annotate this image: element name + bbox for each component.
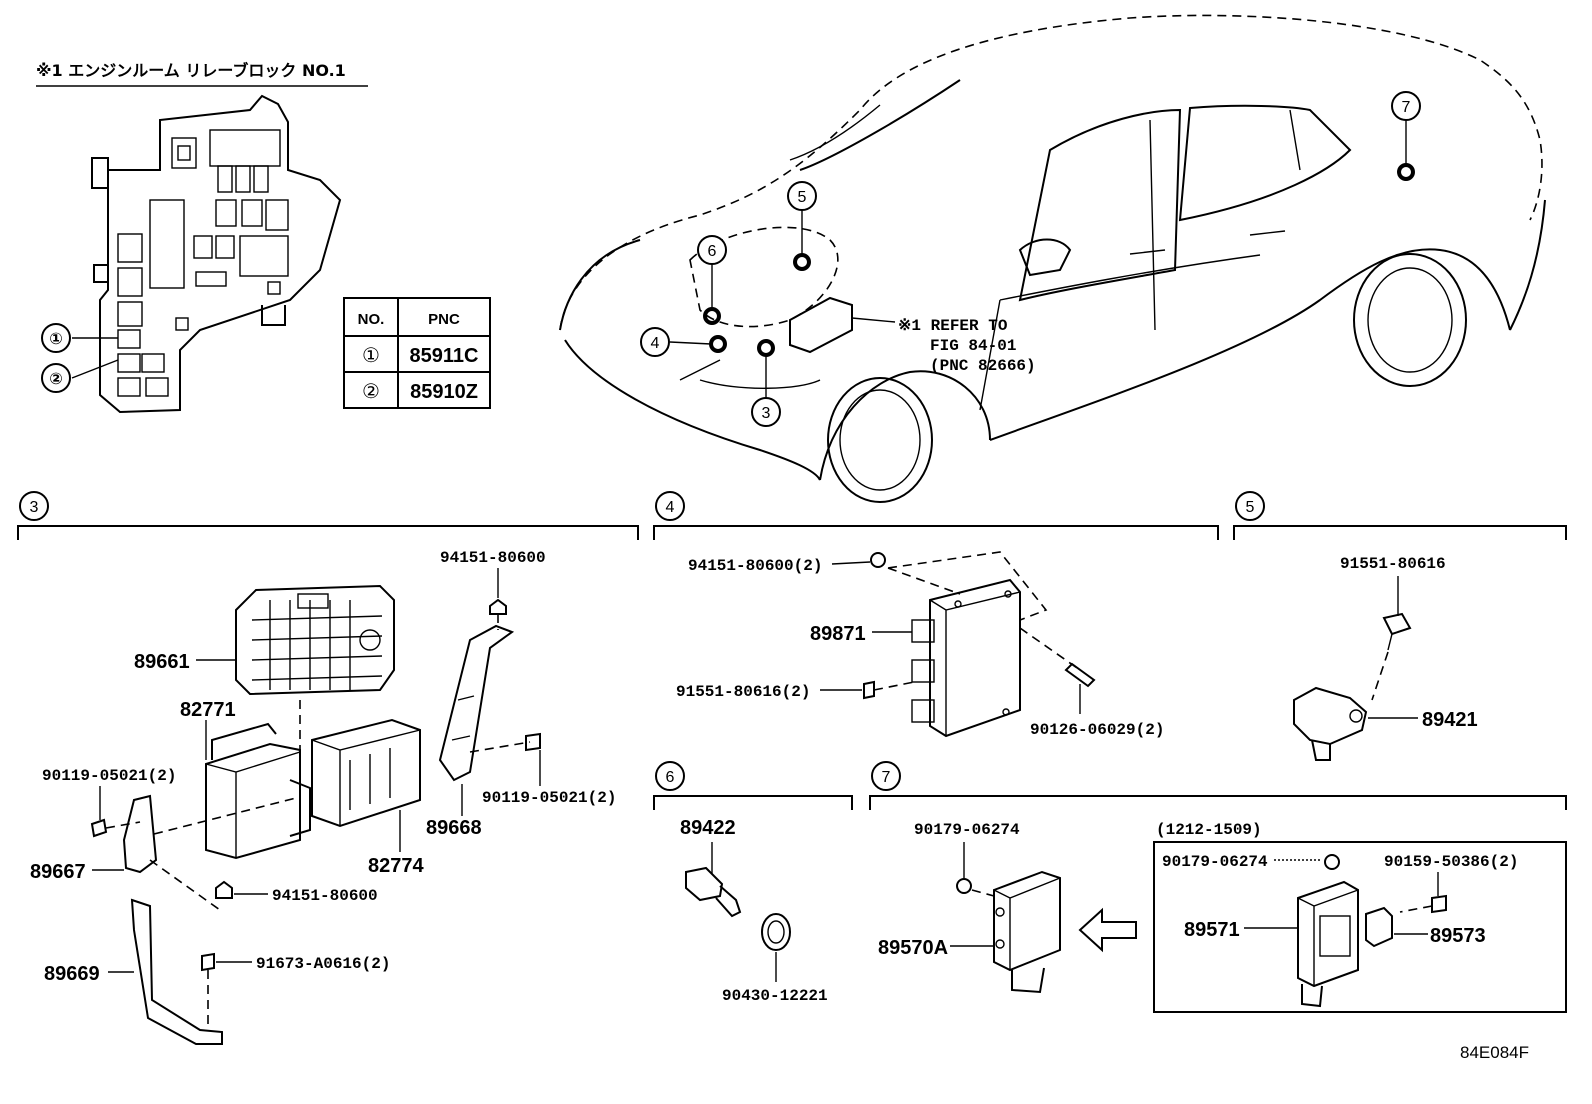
part-label-90126-06029-2: 90126-06029(2) [1030,721,1164,739]
inset-box [1153,841,1567,1013]
part-label-94151-80600-top: 94151-80600 [440,549,546,567]
bolt-91551-s5 [1382,612,1412,636]
refer-note-line-2: FIG 84-01 [930,337,1016,355]
part-label-91673: 91673-A0616(2) [256,955,390,973]
part-label-89669: 89669 [44,963,100,985]
relay-callout-2: ② [41,359,119,393]
section-5-badge [1235,491,1265,521]
bolt-91551-s4 [863,680,875,700]
nut-94151-bottom [215,880,233,899]
svg-text:①: ① [49,331,63,348]
part-89661-drawing [235,584,395,696]
relay-block-drawing [91,94,342,414]
part-label-90119-left: 90119-05021(2) [42,767,176,785]
part-label-91551-80616: 91551-80616 [1340,555,1446,573]
svg-text:6: 6 [708,243,717,260]
location-marker-3: 3 [751,339,781,427]
svg-text:②: ② [49,371,63,388]
part-label-91551-80616-2: 91551-80616(2) [676,683,810,701]
part-label-89667: 89667 [30,861,86,883]
part-89669-drawing [130,898,223,1045]
part-82771-drawing [205,722,311,860]
refer-note-line-3: (PNC 82666) [930,357,1036,375]
refer-note-line-1: ※1 REFER TO [898,317,1008,335]
inset-date-label: (1212-1509) [1156,821,1262,839]
part-label-90119-right: 90119-05021(2) [482,789,616,807]
part-label-89422: 89422 [680,817,736,839]
svg-text:5: 5 [798,189,807,206]
part-82774-drawing [311,718,421,828]
part-label-89661: 89661 [134,651,190,673]
section-4-badge [655,491,685,521]
part-89871-drawing [911,578,1021,738]
part-label-90179-06274-inset: 90179-06274 [1162,853,1268,871]
nut-94151-s4 [870,552,886,568]
section-6-badge [655,761,685,791]
nut-90179-s7 [956,878,972,894]
part-89668-drawing [438,624,515,782]
bolt-90119-right [525,732,541,752]
location-marker-4: 4 [640,327,727,357]
bolt-90119-left [90,818,108,838]
part-89667-drawing [122,794,158,874]
svg-text:3: 3 [30,499,39,516]
location-marker-6: 6 [697,235,727,325]
svg-text:7: 7 [882,769,891,786]
location-marker-5: 5 [787,181,817,271]
svg-text:6: 6 [666,769,675,786]
screw-90159 [1431,894,1447,914]
section-3-badge [19,491,49,521]
nut-94151-top [489,598,507,615]
part-label-89421: 89421 [1422,709,1478,731]
nut-90179-inset [1324,854,1340,870]
part-label-89573: 89573 [1430,925,1486,947]
part-label-82771: 82771 [180,699,236,721]
table-header-no: NO. [358,311,385,328]
relay-callout-1: ① [41,323,118,353]
section-3: 3 89661 82771 82774 [17,491,639,1045]
table-row-1-pnc: 85911C [410,345,479,367]
part-label-90179-06274: 90179-06274 [914,821,1020,839]
section-4: 4 94151-80600(2) 89871 91551-80616(2) 90… [653,491,1219,739]
part-90430-drawing [761,913,791,951]
figure-id: 84E084F [1460,1043,1529,1062]
svg-text:4: 4 [666,499,675,516]
table-row-1-no: ① [362,343,380,367]
part-89421-drawing [1293,686,1368,761]
car-overview: ※1 REFER TO FIG 84-01 (PNC 82666) 3 4 5 … [559,14,1546,503]
bolt-91673 [201,952,215,972]
part-label-89571: 89571 [1184,919,1240,941]
part-89422-drawing [685,866,742,918]
part-label-89570A: 89570A [878,937,948,959]
part-label-89668: 89668 [426,817,482,839]
part-label-82774: 82774 [368,855,424,877]
svg-text:3: 3 [762,405,771,422]
table-header-pnc: PNC [428,311,460,328]
part-label-94151-80600-2: 94151-80600(2) [688,557,822,575]
part-label-90430-12221: 90430-12221 [722,987,828,1005]
table-row-2-no: ② [362,379,380,403]
part-89570A-drawing [993,870,1061,994]
svg-text:7: 7 [1402,99,1411,116]
table-row-2-pnc: 85910Z [410,381,478,403]
svg-text:5: 5 [1246,499,1255,516]
part-label-89871: 89871 [810,623,866,645]
replacement-arrow [1078,907,1137,953]
pnc-table: NO. PNC ① 85911C ② 85910Z [343,297,491,409]
section-7-badge [871,761,901,791]
part-89571-drawing [1297,880,1359,1008]
relay-block-section: ※1 エンジンルーム リレーブロック NO.1 [36,61,368,414]
part-label-94151-80600-bottom: 94151-80600 [272,887,378,905]
section-6: 6 89422 90430-12221 [653,761,853,1005]
section-7: 7 90179-06274 89570A (1212-1509) 90179-0… [869,761,1567,1013]
location-marker-7: 7 [1391,91,1421,181]
relay-block-title: ※1 エンジンルーム リレーブロック NO.1 [36,61,346,80]
svg-text:4: 4 [651,335,660,352]
stud-90126 [1064,662,1096,688]
part-89573-drawing [1365,906,1393,948]
part-label-90159-50386-2: 90159-50386(2) [1384,853,1518,871]
section-5: 5 91551-80616 89421 [1233,491,1567,761]
